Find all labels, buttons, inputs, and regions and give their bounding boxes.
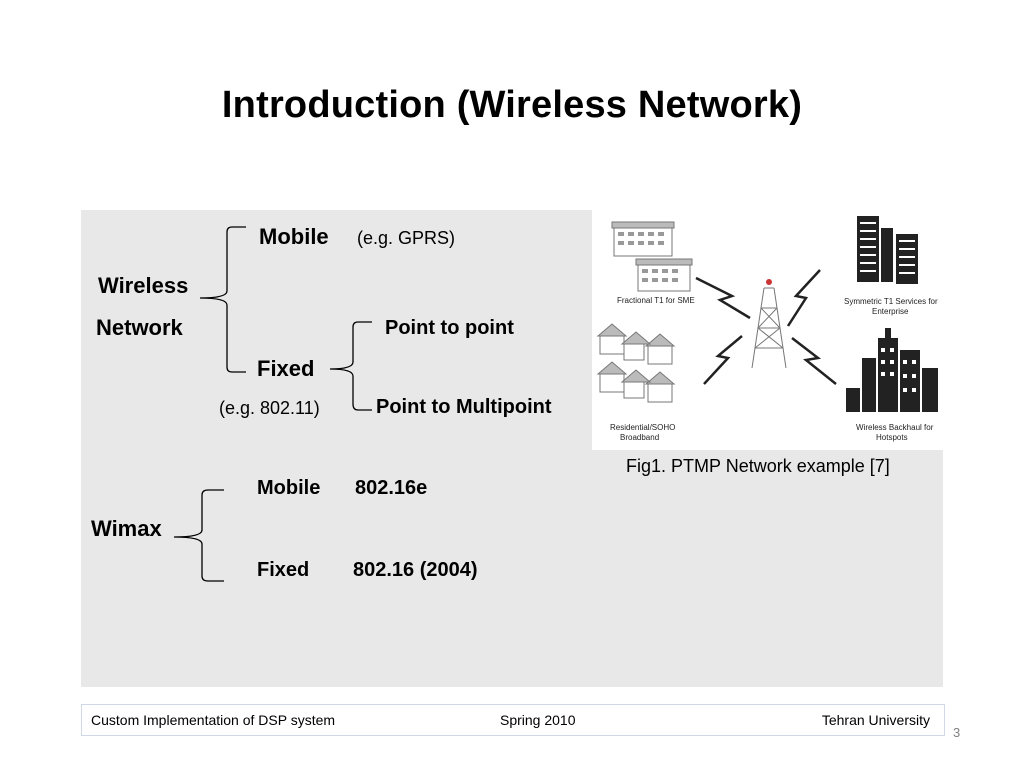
fixed-brace (329, 321, 372, 411)
figure-label-sme: Fractional T1 for SME (617, 296, 695, 305)
wimax-label: Wimax (91, 516, 162, 541)
wireless-label-line2: Network (96, 315, 183, 340)
figure-label-enterprise-1: Symmetric T1 Services for (844, 297, 938, 306)
wireless-mobile-label: Mobile (259, 224, 329, 249)
figure-label-residential-2: Broadband (620, 433, 659, 442)
wireless-brace (199, 226, 246, 373)
point-to-point-label: Point to point (385, 317, 514, 339)
residential-houses-icon (596, 323, 676, 403)
footer-institution: Tehran University (821, 712, 930, 728)
wimax-mobile-standard: 802.16e (355, 477, 428, 499)
page-number: 3 (953, 725, 961, 740)
figure-label-enterprise-2: Enterprise (872, 307, 909, 316)
slide-footer: Custom Implementation of DSP system Spri… (81, 704, 945, 736)
figure-label-backhaul-2: Hotspots (876, 433, 908, 442)
wireless-fixed-label: Fixed (257, 356, 315, 381)
slide-title: Introduction (Wireless Network) (221, 84, 803, 126)
wireless-fixed-example: (e.g. 802.11) (219, 398, 320, 418)
enterprise-towers-icon (857, 216, 918, 284)
point-to-multipoint-label: Point to Multipoint (376, 396, 552, 418)
footer-term: Spring 2010 (500, 712, 576, 728)
antenna-tower-icon (751, 279, 787, 369)
ptmp-network-figure: Fractional T1 for SME Symmetric T1 Servi… (592, 208, 950, 450)
wimax-fixed-standard: 802.16 (2004) (353, 559, 478, 581)
figure-caption: Fig1. PTMP Network example [7] (626, 456, 890, 476)
wireless-label-line1: Wireless (98, 273, 189, 298)
footer-course-title: Custom Implementation of DSP system (91, 712, 336, 728)
wireless-link-bolts-icon (695, 269, 837, 385)
wimax-brace (173, 489, 224, 582)
wimax-mobile-label: Mobile (257, 477, 321, 499)
ptmp-network-illustration: Fractional T1 for SME Symmetric T1 Servi… (596, 216, 938, 442)
wimax-fixed-label: Fixed (257, 559, 310, 581)
hotspot-city-icon (846, 328, 938, 412)
wireless-mobile-example: (e.g. GPRS) (357, 228, 456, 248)
figure-label-backhaul-1: Wireless Backhaul for (856, 423, 934, 432)
figure-label-residential-1: Residential/SOHO (610, 423, 675, 432)
sme-buildings-icon (611, 221, 693, 292)
